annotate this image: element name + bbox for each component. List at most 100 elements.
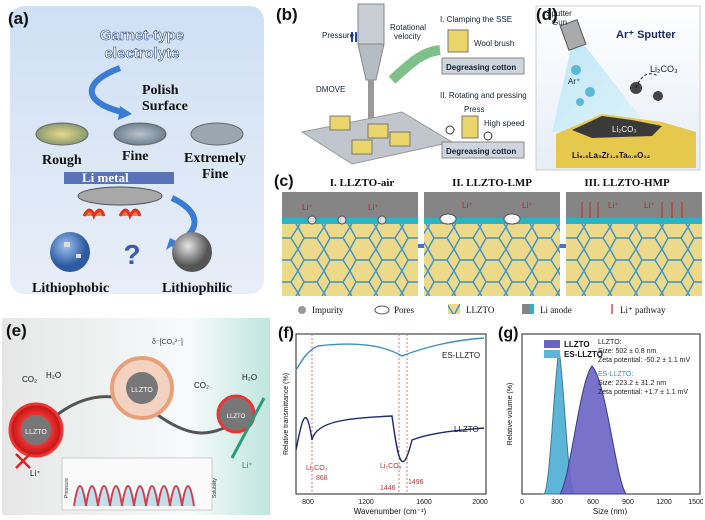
panel-label-c: (c) — [274, 173, 294, 190]
panel-f-chart: ES-LLZTO LLZTO Li₂CO₃ 868 Li₂CO₃ 1446 14… — [278, 325, 488, 516]
li-label-e2: Li⁺ — [242, 461, 252, 470]
llzto-label-3: LLZTO — [227, 414, 246, 420]
c-title-3: III. LLZTO-HMP — [584, 177, 670, 189]
garnet-title-2: electrolyte — [104, 45, 179, 62]
li-label-2: Li⁺ — [368, 203, 378, 212]
panel-b: Pressure Rotational velocity DMOVE I. Cl… — [272, 2, 530, 172]
f-tick-2000: 2000 — [472, 499, 488, 506]
panel-c-figure: I. LLZTO-air II. LLZTO-LMP III. LLZTO-HM… — [274, 173, 702, 315]
panel-label-d: (d) — [536, 5, 558, 24]
li-metal-disc — [77, 186, 163, 206]
g-ylabel: Relative volume (%) — [507, 383, 514, 446]
extremely-label-1: Extremely — [184, 151, 246, 166]
extremely-fine-disc — [190, 122, 244, 146]
rot-label-1: Rotational — [390, 23, 426, 32]
f-ann-1: Li₂CO₃ — [306, 465, 328, 472]
question-mark: ? — [123, 239, 140, 270]
c-stage-3: Li⁺ Li⁺ — [566, 192, 702, 296]
extremely-label-2: Fine — [202, 167, 228, 182]
g-info-llzto-s: Size: 502 ± 0.8 nm — [598, 348, 656, 355]
panel-label-a: (a) — [8, 9, 29, 28]
li-label-5: Li⁺ — [608, 201, 618, 210]
li-metal-label: Li metal — [82, 170, 129, 185]
pressure-wave — [73, 485, 195, 507]
g-info-es-z: Zeta potential: +1.7 ± 1.1 mV — [598, 389, 688, 396]
polish-label-2: Surface — [142, 99, 188, 114]
panel-a-background — [10, 6, 264, 294]
high-speed-label: High speed — [484, 119, 524, 128]
spindle-body — [357, 3, 385, 45]
fine-disc — [113, 122, 167, 146]
panel-e-figure: LLZTO LLZTO LLZTO CO₂ H₂O CO₂ H₂O δ⁻[CO₃… — [2, 318, 270, 515]
li2co3-layer — [572, 116, 662, 138]
legend-li-anode: Li anode — [540, 305, 572, 315]
li-label-1: Li⁺ — [302, 203, 312, 212]
panel-b-figure: Pressure Rotational velocity DMOVE I. Cl… — [276, 3, 527, 165]
degrease-label-1: Degreasing cotton — [446, 63, 516, 72]
step1-label: I. Clamping the SSE — [440, 15, 512, 24]
garnet-title-1: Garnet-type — [100, 27, 184, 44]
f-legend-llzto: LLZTO — [454, 425, 479, 434]
fire-icon — [82, 208, 142, 220]
panel-c: I. LLZTO-air II. LLZTO-LMP III. LLZTO-HM… — [272, 172, 703, 320]
sputter-gun — [559, 19, 587, 51]
f-tick-1600: 1600 — [416, 499, 432, 506]
legend-pathway: Li⁺ pathway — [620, 305, 666, 315]
series-es-llzto — [295, 337, 485, 371]
f-ann-1496: 1496 — [408, 479, 424, 486]
ar-sputter-label: Ar⁺ Sputter — [616, 29, 676, 41]
g-info-llzto-z: Zeta potential: -50.2 ± 1.1 mV — [598, 357, 691, 364]
llzto-particle-1 — [8, 402, 64, 458]
c-stage-2: Li⁺ Li⁺ — [424, 192, 560, 296]
g-tick-900: 900 — [622, 499, 634, 506]
li2co3-top-label: Li₂CO₃ — [650, 64, 678, 74]
legend-llzto: LLZTO — [466, 305, 495, 315]
wool-label: Wool brush — [474, 39, 514, 48]
press-label: Press — [464, 105, 484, 114]
legend-impurity-icon — [298, 306, 306, 314]
f-ylabel: Relative transmittance (%) — [283, 373, 290, 455]
panel-g: LLZTO ES-LLZTO LLZTO: Size: 502 ± 0.8 nm… — [494, 320, 704, 516]
panel-label-f: (f) — [278, 325, 294, 342]
polish-label-1: Polish — [142, 83, 179, 98]
c-stage-1: Li⁺ Li⁺ — [282, 192, 418, 296]
h2o-label-1: H₂O — [46, 371, 61, 380]
g-tick-300: 300 — [551, 499, 563, 506]
g-xlabel: Size (nm) — [593, 507, 628, 515]
panel-label-g: (g) — [498, 325, 518, 342]
solubility-label: Solubility — [212, 477, 218, 498]
c-title-2: II. LLZTO-LMP — [452, 177, 532, 189]
panel-d: Sputter Gun Ar⁺ Sputter Ar⁺ Li₂CO₃ Li₂CO… — [532, 2, 703, 172]
h2o-label-2: H₂O — [242, 373, 257, 382]
pressure-label: Pressure — [64, 478, 70, 498]
co2-label-1: CO₂ — [22, 375, 37, 384]
step2-label: II. Rotating and pressing — [440, 91, 527, 100]
legend-impurity: Impurity — [312, 305, 344, 315]
g-legend-es: ES-LLZTO — [564, 350, 603, 359]
dmove-label: DMOVE — [316, 85, 345, 94]
sputter-gun-label-2: Gun — [552, 18, 567, 27]
rot-label-2: velocity — [394, 32, 421, 41]
fine-label: Fine — [122, 149, 148, 164]
li-label-4: Li⁺ — [522, 201, 532, 210]
g-info-es-s: Size: 223.2 ± 31.2 nm — [598, 380, 666, 387]
llzto-formula: Li₆.₅La₃Zr₁.₅Ta₀.₅O₁₂ — [572, 151, 651, 160]
panel-e: LLZTO LLZTO LLZTO CO₂ H₂O CO₂ H₂O δ⁻[CO₃… — [2, 318, 270, 515]
f-ann-1446: 1446 — [380, 485, 396, 492]
li-metal-block — [64, 172, 174, 184]
g-tick-600: 600 — [587, 499, 599, 506]
pressure-label: Pressure — [322, 31, 355, 40]
panel-g-chart: LLZTO ES-LLZTO LLZTO: Size: 502 ± 0.8 nm… — [498, 325, 704, 516]
block-icon — [15, 453, 31, 469]
legend-pores-icon — [374, 305, 390, 315]
g-legend-llzto-icon — [544, 340, 560, 348]
li-label-3: Li⁺ — [462, 201, 472, 210]
g-legend-es-icon — [544, 350, 560, 358]
li-label-6: Li⁺ — [644, 201, 654, 210]
lithiophilic-label: Lithiophilic — [162, 281, 232, 296]
panel-label-b: (b) — [276, 5, 298, 24]
lithiophobic-label: Lithiophobic — [32, 281, 109, 296]
g-tick-1500: 1500 — [688, 499, 703, 506]
rough-label: Rough — [42, 153, 82, 168]
g-tick-1200: 1200 — [656, 499, 672, 506]
